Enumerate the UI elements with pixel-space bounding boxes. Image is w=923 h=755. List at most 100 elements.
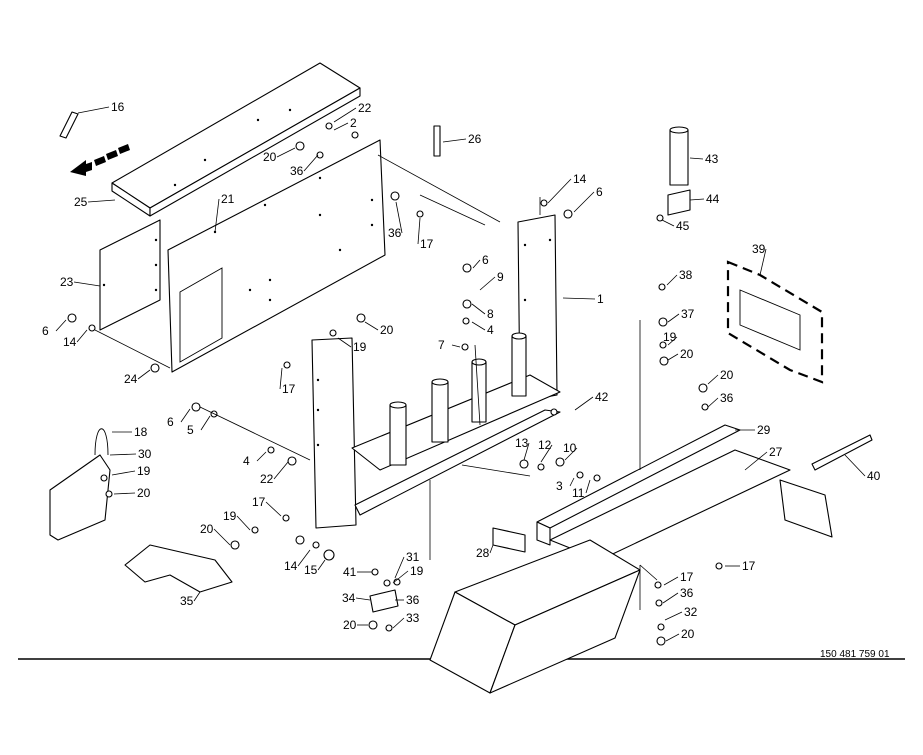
callout-number: 22 [260, 472, 274, 486]
callout-leader [666, 274, 678, 286]
callout-number: 32 [684, 605, 698, 619]
callout-leader [707, 374, 719, 385]
callout-number: 34 [342, 591, 356, 605]
callout-leader [569, 477, 575, 487]
callout-number: 4 [243, 454, 250, 468]
callout-number: 6 [167, 415, 174, 429]
callout-leader [844, 454, 866, 477]
callout-leader [689, 198, 705, 201]
callout-leader [333, 122, 349, 131]
callout-leader [562, 297, 596, 300]
bottom-guard [429, 539, 641, 694]
callout-number: 45 [676, 219, 690, 233]
callout-leader [707, 397, 719, 408]
callout-leader [417, 217, 421, 245]
callout-number: 33 [406, 611, 420, 625]
callout-number: 6 [596, 185, 603, 199]
callout-number: 31 [406, 550, 420, 564]
callout-number: 19 [137, 464, 151, 478]
callout-number: 11 [572, 486, 585, 500]
callout-number: 20 [263, 150, 277, 164]
callout-number: 36 [290, 164, 304, 178]
callout-leader [364, 321, 379, 331]
callout-number: 3 [556, 479, 563, 493]
callout-number: 28 [476, 546, 490, 560]
callout-number: 20 [681, 627, 695, 641]
bracket-28 [492, 527, 526, 553]
callout-number: 37 [681, 307, 695, 321]
frame-upright-left [311, 337, 357, 529]
callout-leader [214, 198, 220, 233]
callout-leader [451, 344, 461, 348]
top-cover-25 [111, 62, 361, 217]
callout-number: 17 [252, 495, 266, 509]
callout-number: 44 [706, 192, 720, 206]
callout-number: 14 [284, 559, 298, 573]
callout-number: 17 [282, 382, 296, 396]
callout-leader [392, 570, 409, 584]
callout-number: 27 [769, 445, 783, 459]
callout-number: 7 [438, 338, 445, 352]
handle-16 [59, 111, 79, 139]
callout-leader [667, 313, 680, 323]
callout-leader [113, 492, 136, 495]
callout-number: 41 [343, 565, 357, 579]
callout-leader [664, 611, 683, 621]
callout-number: 35 [180, 594, 194, 608]
callout-number: 36 [388, 226, 402, 240]
tubes [389, 332, 527, 466]
callout-number: 1 [597, 292, 604, 306]
callout-number: 36 [406, 593, 420, 607]
callout-leader [256, 451, 267, 462]
callout-number: 19 [223, 509, 237, 523]
callout-number: 15 [304, 563, 318, 577]
callout-leader [585, 479, 591, 494]
mounting-plate-30 [49, 428, 111, 541]
callout-leader [564, 447, 578, 461]
callout-number: 20 [200, 522, 214, 536]
callout-number: 21 [221, 192, 235, 206]
drawing-number: 150 481 759 01 [820, 649, 890, 660]
callout-leader [547, 178, 572, 204]
callout-number: 38 [679, 268, 693, 282]
callout-number: 4 [487, 323, 494, 337]
side-panel-23 [99, 219, 161, 331]
callout-leader [279, 367, 283, 390]
callout-number: 19 [410, 564, 424, 578]
callout-number: 24 [124, 372, 138, 386]
plate-39 [726, 260, 824, 384]
callout-number: 22 [358, 101, 372, 115]
callout-leader [276, 147, 296, 158]
callout-number: 39 [752, 242, 766, 256]
callout-number: 25 [74, 195, 88, 209]
beam-29 [536, 424, 741, 546]
callout-number: 36 [720, 391, 734, 405]
callout-number: 19 [353, 340, 367, 354]
callout-leader [87, 199, 116, 203]
callout-number: 6 [482, 253, 489, 267]
callout-number: 20 [720, 368, 734, 382]
callout-leader [355, 597, 371, 601]
callout-leader [574, 396, 594, 411]
callout-number: 23 [60, 275, 74, 289]
callout-number: 20 [137, 486, 151, 500]
callout-number: 18 [134, 425, 148, 439]
callout-leader [759, 248, 767, 276]
callout-number: 14 [573, 172, 587, 186]
callout-leader [394, 556, 405, 579]
callout-leader [180, 408, 191, 423]
callout-leader [472, 259, 481, 269]
callout-leader [573, 191, 595, 213]
callout-leader [665, 633, 680, 642]
callout-leader [661, 219, 675, 227]
callout-leader [744, 451, 768, 471]
callout-number: 29 [757, 423, 771, 437]
callout-number: 16 [111, 100, 125, 114]
callout-leader [523, 442, 530, 461]
callout-number: 10 [563, 441, 577, 455]
callout-number: 17 [680, 570, 694, 584]
fasteners [67, 122, 723, 646]
clamp-44 [667, 189, 691, 216]
